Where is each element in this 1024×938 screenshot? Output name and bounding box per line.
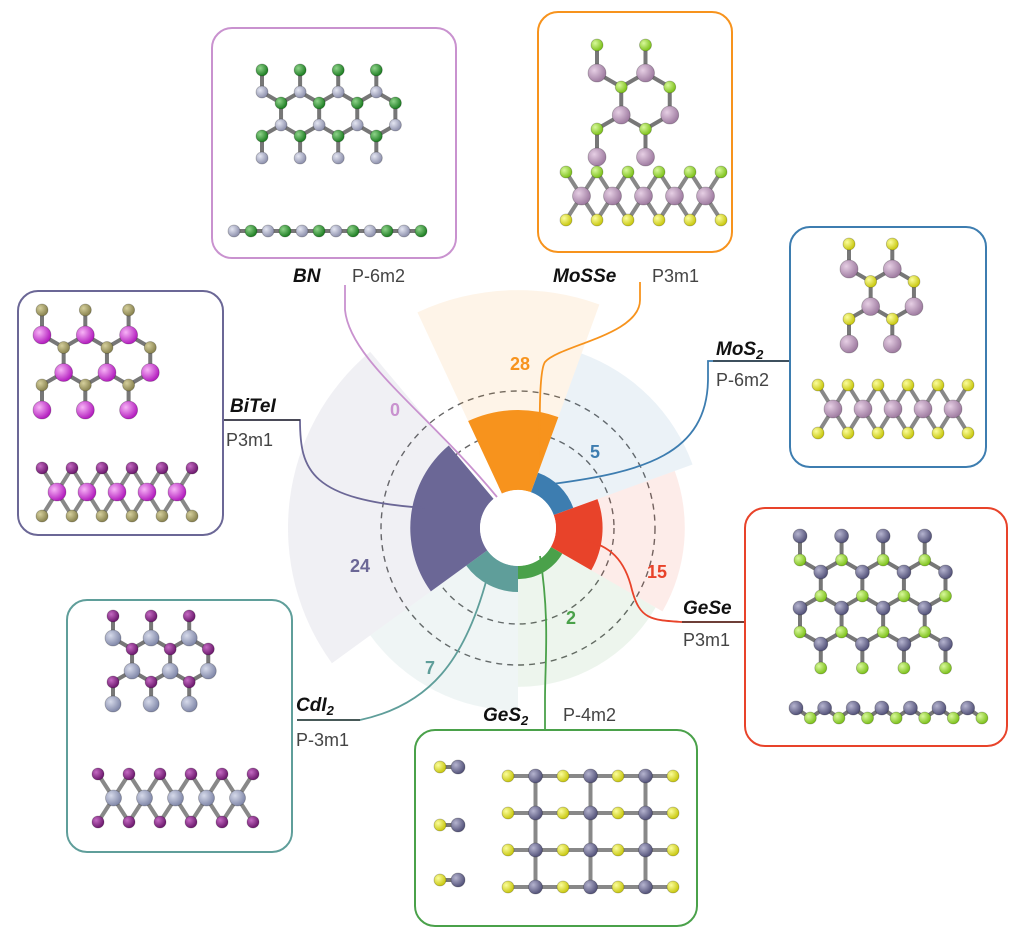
panel-bn [211, 27, 457, 259]
label-underlines [222, 360, 790, 721]
label-sg-gese: P3m1 [683, 630, 730, 650]
grid-ring-outer [380, 390, 656, 666]
value-label-cdi2: 7 [425, 658, 435, 678]
bar-wedge-mos2 [530, 472, 574, 516]
bg-wedge-mos2 [530, 353, 693, 516]
bar-wedge-bitei [410, 445, 494, 592]
structure-bn [227, 63, 428, 238]
leader-line-ges2 [539, 555, 548, 740]
leader-line-gese [582, 539, 745, 623]
label-name-bn: BN [293, 266, 322, 287]
bg-wedge-cdi2 [370, 550, 518, 711]
label-name-mos2: MoS2 [716, 339, 764, 362]
bar-wedge-ges2 [518, 547, 563, 580]
center-hole [480, 490, 556, 566]
label-name-gese: GeSe [683, 598, 732, 619]
value-label-ges2: 2 [566, 608, 576, 628]
structure-ges2 [433, 759, 680, 895]
bar-wedge-mosse [468, 410, 559, 494]
structure-gese [788, 528, 989, 725]
atomic-structures [32, 38, 989, 895]
label-sg-bitei: P3m1 [226, 430, 273, 450]
bg-wedge-mosse [417, 290, 600, 494]
leader-lines [222, 282, 790, 740]
panel-cdi2 [66, 599, 293, 853]
label-name-mosse: MoSSe [553, 266, 617, 287]
structure-mosse [559, 38, 728, 227]
panel-ges2 [414, 729, 698, 927]
structure-mos2 [811, 237, 975, 440]
value-label-bn: 0 [390, 400, 400, 420]
polar-chart [288, 290, 693, 711]
label-sg-mos2: P-6m2 [716, 370, 769, 390]
label-name-ges2: GeS2 [483, 705, 529, 728]
leader-line-bitei [222, 419, 426, 509]
value-label-bitei: 24 [350, 556, 370, 576]
leader-line-cdi2 [297, 577, 488, 721]
leader-line-mos2 [551, 360, 790, 485]
label-sg-cdi2: P-3m1 [296, 730, 349, 750]
value-label-mos2: 5 [590, 442, 600, 462]
leader-line-mosse [538, 282, 641, 461]
label-sg-mosse: P3m1 [652, 266, 699, 286]
label-sg-ges2: P-4m2 [563, 705, 616, 725]
label-name-bitei: BiTeI [230, 396, 276, 417]
label-name-cdi2: CdI2 [296, 695, 335, 718]
structure-bitei [32, 303, 199, 523]
bg-wedge-bitei [288, 351, 494, 664]
leader-line-bn [344, 285, 498, 498]
value-label-gese: 15 [647, 562, 667, 582]
bar-wedge-gese [550, 499, 603, 571]
structure-cdi2 [91, 609, 260, 829]
label-sg-bn: P-6m2 [352, 266, 405, 286]
value-label-mosse: 28 [510, 354, 530, 374]
bar-wedge-cdi2 [466, 550, 518, 592]
bg-wedge-ges2 [518, 547, 656, 687]
